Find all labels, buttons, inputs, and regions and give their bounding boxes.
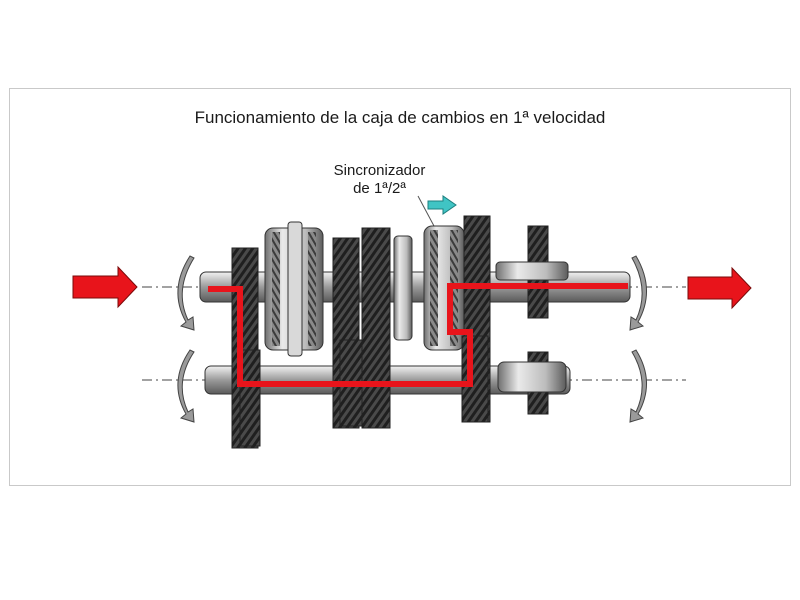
synchronizer-label-line1: Sincronizador (333, 162, 426, 179)
reverse-gear (495, 225, 569, 415)
gear-2nd (361, 227, 391, 429)
counter-gears (239, 335, 489, 447)
power-flow-path (208, 283, 628, 387)
synchronizer-3-4 (264, 221, 324, 357)
sync-direction-arrow-icon (427, 195, 457, 215)
input-arrow-icon (72, 265, 138, 309)
rotation-arrow-icon (177, 255, 647, 423)
sync-leader-line (417, 195, 435, 227)
synchronizer-label-line2: de 1ª/2ª (353, 180, 406, 197)
output-arrow-icon (687, 266, 752, 310)
diagram-title: Funcionamiento de la caja de cambios en … (194, 108, 606, 127)
